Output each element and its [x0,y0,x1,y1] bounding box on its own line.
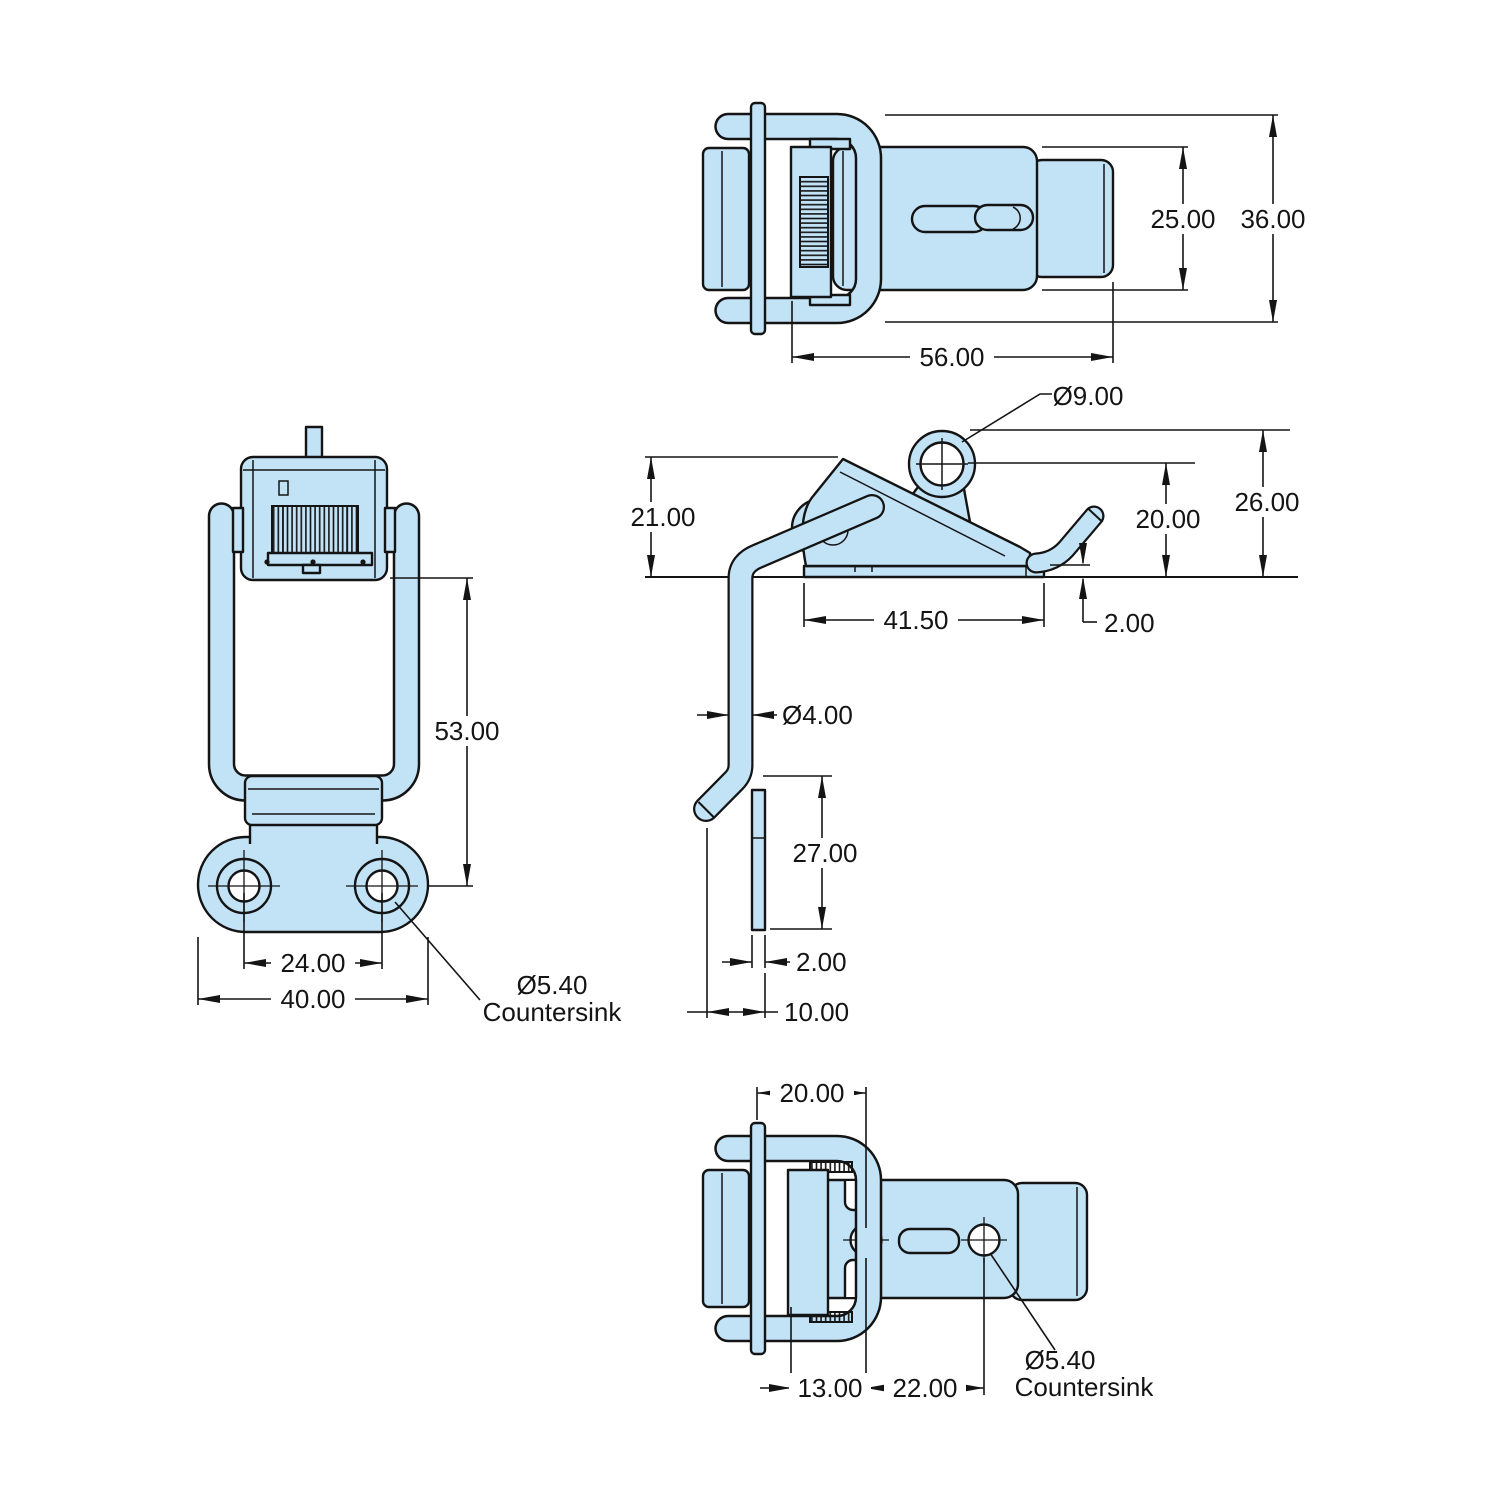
catch-plate-front [243,774,384,827]
dim-front-countersink-dia: Ø5.40 [517,970,588,1000]
striker-hook [1025,505,1105,574]
latch-pin-slot [910,203,1035,234]
dim-side-eye-dia: Ø9.00 [1053,381,1124,411]
bail-wire-bottom [714,1134,883,1343]
dim-front-height: 53.00 [434,716,499,746]
bail-wire-side [693,494,885,822]
latch-tab-bottom [1008,1181,1089,1302]
side-view-dimensions: Ø9.00 21.00 26.00 20.00 [621,381,1309,1027]
hook-plate-edge-bottom [749,1121,767,1356]
front-view: 53.00 24.00 40.00 Ø5.40 Countersink [196,425,623,1027]
lever-tip-tab [304,425,324,461]
dim-front-countersink-note: Countersink [483,997,623,1027]
dim-side-base-length: 41.50 [883,605,948,635]
spring-housing-top [789,137,852,307]
latch-tab-top [1028,158,1115,279]
dim-front-hole-spacing: 24.00 [280,948,345,978]
spring-housing-bottom [786,1161,853,1323]
padlock-eye [907,429,977,499]
dim-side-lever-height: 21.00 [630,502,695,532]
dim-side-plate-thickness: 2.00 [796,947,847,977]
side-view: Ø9.00 21.00 26.00 20.00 [621,381,1309,1027]
dim-top-width: 56.00 [919,342,984,372]
top-view: 25.00 36.00 56.00 [701,101,1315,372]
dim-side-wire-dia: Ø4.00 [782,700,853,730]
hook-plate-edge-top [749,101,767,336]
spring-coil-front [271,505,359,555]
dim-bottom-countersink-dia: Ø5.40 [1025,1345,1096,1375]
dim-side-hook-depth: 10.00 [784,997,849,1027]
top-view-dimensions: 25.00 36.00 56.00 [791,114,1315,372]
dim-side-overall-height: 26.00 [1234,487,1299,517]
base-plate-side [802,564,1046,579]
dim-bottom-edge-offset: 13.00 [797,1373,862,1403]
bottom-view: 20.00 13.00 22.00 Ø5.40 Countersink [701,1078,1155,1403]
latch-drawing: 25.00 36.00 56.00 [196,101,1315,1403]
plate-slot [897,1227,961,1255]
hook-block-bottom [701,1168,751,1309]
bail-wire-top [714,112,883,325]
dim-bottom-hole-spacing: 22.00 [892,1373,957,1403]
spring-coil-top [799,176,829,268]
spring-housing-front [231,455,397,582]
dim-bottom-edge-to-hole: 20.00 [779,1078,844,1108]
front-view-dimensions: 53.00 24.00 40.00 Ø5.40 Countersink [197,577,623,1027]
hook-plate-side [750,788,767,932]
hook-block-top [701,146,751,292]
dim-bottom-countersink-note: Countersink [1015,1372,1155,1402]
dim-top-outer-height: 36.00 [1240,204,1305,234]
dim-front-width: 40.00 [280,984,345,1014]
dim-side-base-thickness: 2.00 [1104,608,1155,638]
dim-side-eye-center-height: 20.00 [1135,504,1200,534]
dim-top-inner-height: 25.00 [1150,204,1215,234]
dim-side-hook-drop: 27.00 [792,838,857,868]
bottom-view-dimensions: 20.00 13.00 22.00 Ø5.40 Countersink [756,1078,1155,1403]
